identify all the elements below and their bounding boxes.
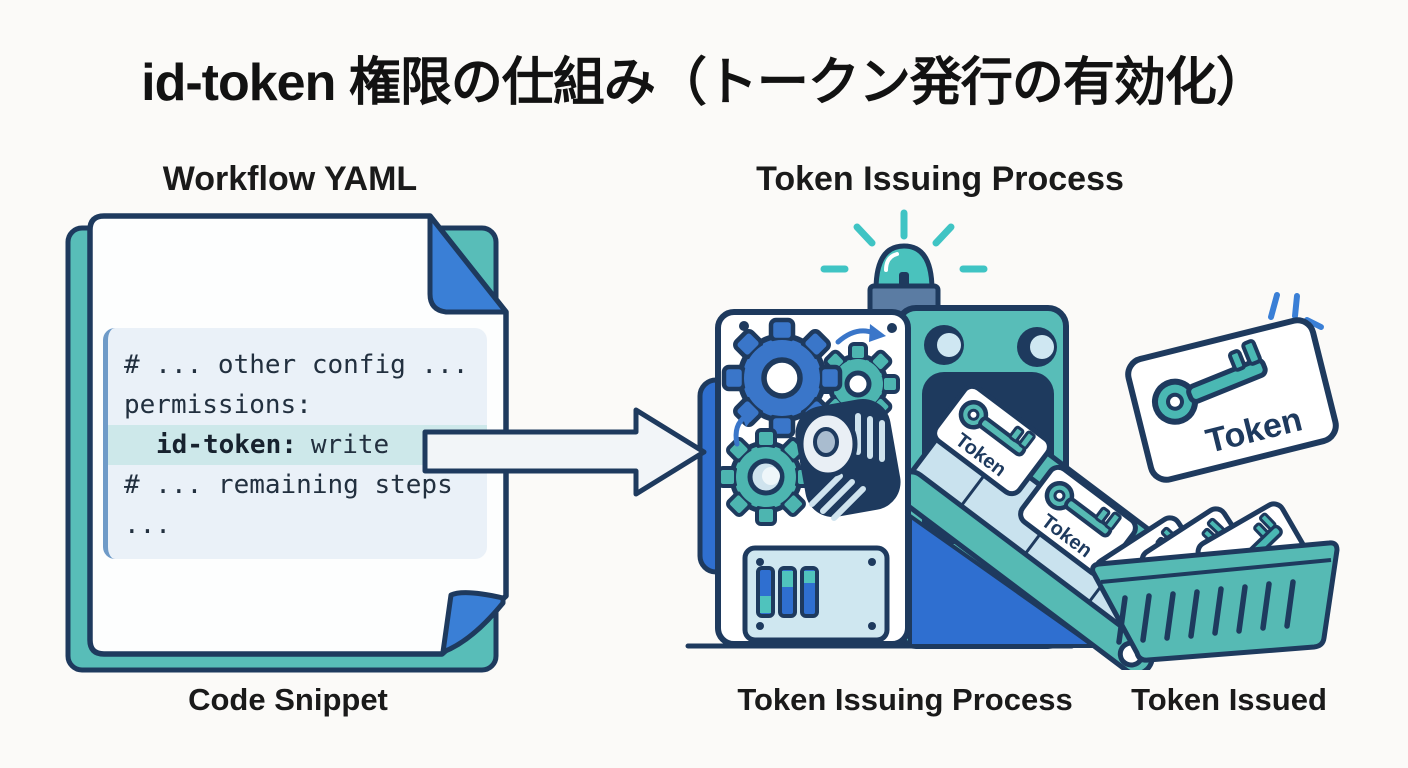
bolt-icon <box>1017 327 1057 367</box>
token-issuing-caption: Token Issuing Process <box>737 682 1073 717</box>
code-snippet-caption: Code Snippet <box>188 682 388 717</box>
gear-icon <box>717 428 815 526</box>
page-title: id-token 権限の仕組み（トークン発行の有効化） <box>141 54 1268 112</box>
token-basket-illustration: Token <box>1090 501 1340 663</box>
key-icon <box>1044 481 1122 538</box>
panel-screw <box>739 321 749 331</box>
token-issued-caption: Token Issued <box>1131 682 1327 717</box>
basket-rim <box>1100 558 1332 584</box>
token-card: Token <box>1125 317 1339 483</box>
sparkle-icon <box>1268 292 1324 330</box>
status-panel <box>742 545 890 643</box>
basket-slats <box>1116 579 1296 645</box>
bolt-icon <box>924 325 964 365</box>
flow-arrow-icon <box>422 407 707 497</box>
basket-icon <box>1090 540 1340 663</box>
siren-rays-icon <box>820 209 988 273</box>
token-issuing-heading: Token Issuing Process <box>756 160 1124 198</box>
rotation-arrow-icon <box>733 410 756 447</box>
document-dogear-bottom-icon <box>440 590 506 655</box>
key-icon <box>958 400 1036 457</box>
key-icon <box>1151 339 1268 425</box>
code-id-token-key: id-token: <box>156 430 297 460</box>
panel-screw <box>887 323 897 333</box>
document-dogear-top-icon <box>427 213 509 315</box>
code-line-comment-1: # ... other config ... <box>124 350 469 380</box>
token-card: Token <box>932 383 1052 497</box>
token-card: Token <box>1018 464 1138 578</box>
code-line-comment-2: # ... remaining steps <box>124 470 453 500</box>
issued-token-illustration: Token <box>1125 292 1339 483</box>
rotation-arrow-icon <box>835 324 886 345</box>
workflow-yaml-heading: Workflow YAML <box>162 160 418 198</box>
code-id-token-value: write <box>310 430 390 460</box>
code-line-permissions: permissions: <box>124 390 312 420</box>
siren-highlight <box>884 252 899 272</box>
code-line-ellipsis: ... <box>124 510 171 540</box>
roller-drum-icon <box>795 398 901 521</box>
